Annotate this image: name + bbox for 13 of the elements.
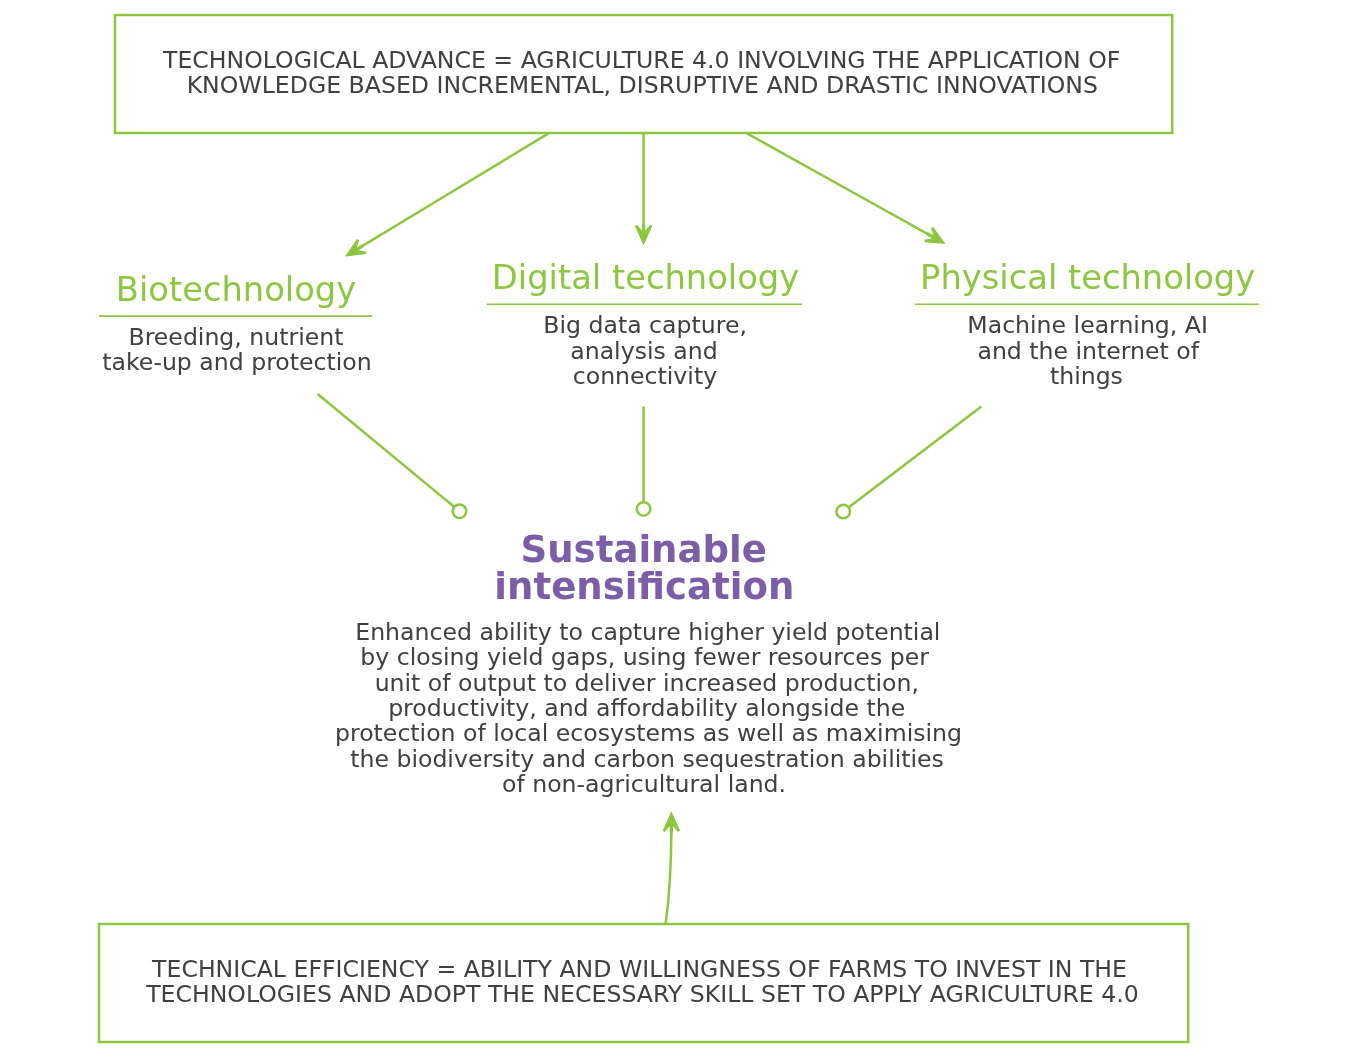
connector [635,406,652,517]
connector [316,393,468,520]
node-text: Biotechnology Breeding, nutrient take-up and protection [102,269,372,377]
node-text: Sustainable intensification Enhanced ability to capture higher yield potential by closing yield gaps, using fewer resources per unit of output to deliver increased production, productivity, and affordability alongside the protection of local ecosystems as well as maximising the biodiversity and carbon sequestration abilities of non-agricultural land. [335,527,962,798]
arrow [634,133,653,244]
connector [835,405,983,520]
node-text: Physical technology Machine learning, AI and the internet of things [920,258,1256,390]
node-box: TECHNOLOGICAL ADVANCE = AGRICULTURE 4.0 INVOLVING THE APPLICATION OF KNOWLEDGE BASED INCREMENTAL, DISRUPTIVE AND DRASTIC INNOVATIONS [113,13,1174,135]
node-text: Digital technology Big data capture, analysis and connectivity [491,258,800,390]
arrow [662,813,681,924]
arrow [746,132,945,244]
node-box: TECHNICAL EFFICIENCY = ABILITY AND WILLINGNESS OF FARMS TO INVEST IN THE TECHNOLOGIES AND ADOPT THE NECESSARY SKILL SET TO APPLY AGRICULTURE 4.0 [97,922,1190,1044]
arrow [346,132,550,257]
